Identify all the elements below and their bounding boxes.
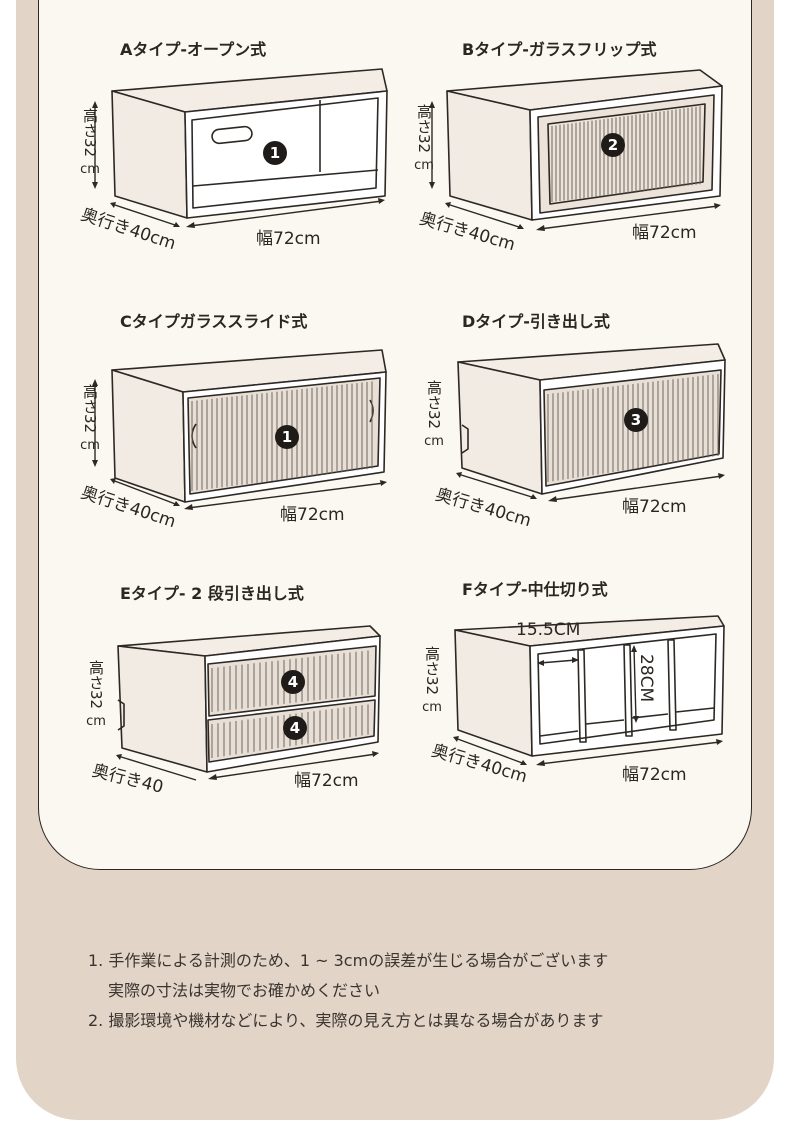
type-c-height-text: 高さ32 bbox=[81, 384, 99, 434]
type-c-badge: 1 bbox=[275, 425, 299, 449]
type-b-width: 幅72cm bbox=[632, 223, 697, 243]
type-b-height-unit: cm bbox=[414, 158, 434, 174]
type-d-badge: 3 bbox=[624, 408, 648, 432]
type-a-width: 幅72cm bbox=[256, 229, 321, 249]
type-b-title: Bタイプ-ガラスフリップ式 bbox=[462, 40, 657, 59]
type-f-height: 高さ32 cm bbox=[422, 646, 442, 716]
type-c-title: Cタイプガラススライド式 bbox=[120, 312, 308, 331]
type-e-width: 幅72cm bbox=[294, 771, 359, 791]
type-b-height-text: 高さ32 bbox=[415, 104, 433, 154]
type-d-width: 幅72cm bbox=[622, 497, 687, 517]
type-f-height-unit: cm bbox=[422, 700, 442, 716]
type-e-height: 高さ32 cm bbox=[86, 660, 106, 730]
type-f-width: 幅72cm bbox=[622, 765, 687, 785]
type-c-height: 高さ32 cm bbox=[80, 384, 100, 454]
type-f-title: Fタイプ-中仕切り式 bbox=[462, 580, 608, 599]
type-f-diagram bbox=[453, 615, 725, 766]
type-b-diagram bbox=[429, 69, 723, 231]
type-e-badge-bottom: 4 bbox=[283, 716, 307, 740]
type-b-badge: 2 bbox=[601, 133, 625, 157]
type-e-height-unit: cm bbox=[86, 714, 106, 730]
type-d-height: 高さ32 cm bbox=[424, 380, 444, 450]
type-a-badge: 1 bbox=[263, 141, 287, 165]
type-a-height-unit: cm bbox=[80, 162, 100, 178]
type-a-height: 高さ32 cm bbox=[80, 108, 100, 178]
type-e-title: Eタイプ- 2 段引き出し式 bbox=[120, 584, 304, 603]
notes: 1. 手作業による計測のため、1 ~ 3cmの誤差が生じる場合がございます 実際… bbox=[88, 946, 608, 1036]
type-e-height-text: 高さ32 bbox=[87, 660, 105, 710]
type-a-title: Aタイプ-オープン式 bbox=[120, 40, 267, 59]
type-e-diagram bbox=[116, 625, 381, 781]
note-2: 2. 撮影環境や機材などにより、実際の見え方とは異なる場合があります bbox=[88, 1011, 604, 1030]
note-1-continued: 実際の寸法は実物でお確かめください bbox=[108, 981, 381, 1000]
type-c-diagram bbox=[92, 349, 387, 510]
type-a-height-text: 高さ32 bbox=[81, 108, 99, 158]
type-d-title: Dタイプ-引き出し式 bbox=[462, 312, 610, 331]
type-e-badge-top: 4 bbox=[281, 670, 305, 694]
type-f-inner-height: 28CM bbox=[636, 654, 656, 703]
type-c-height-unit: cm bbox=[80, 438, 100, 454]
type-c-width: 幅72cm bbox=[280, 505, 345, 525]
type-f-inner-width: 15.5CM bbox=[516, 620, 581, 640]
type-b-height: 高さ32 cm bbox=[414, 104, 434, 174]
type-f-height-text: 高さ32 bbox=[423, 646, 441, 696]
type-d-height-unit: cm bbox=[424, 434, 444, 450]
type-d-height-text: 高さ32 bbox=[425, 380, 443, 430]
note-1: 1. 手作業による計測のため、1 ~ 3cmの誤差が生じる場合がございます bbox=[88, 951, 609, 970]
